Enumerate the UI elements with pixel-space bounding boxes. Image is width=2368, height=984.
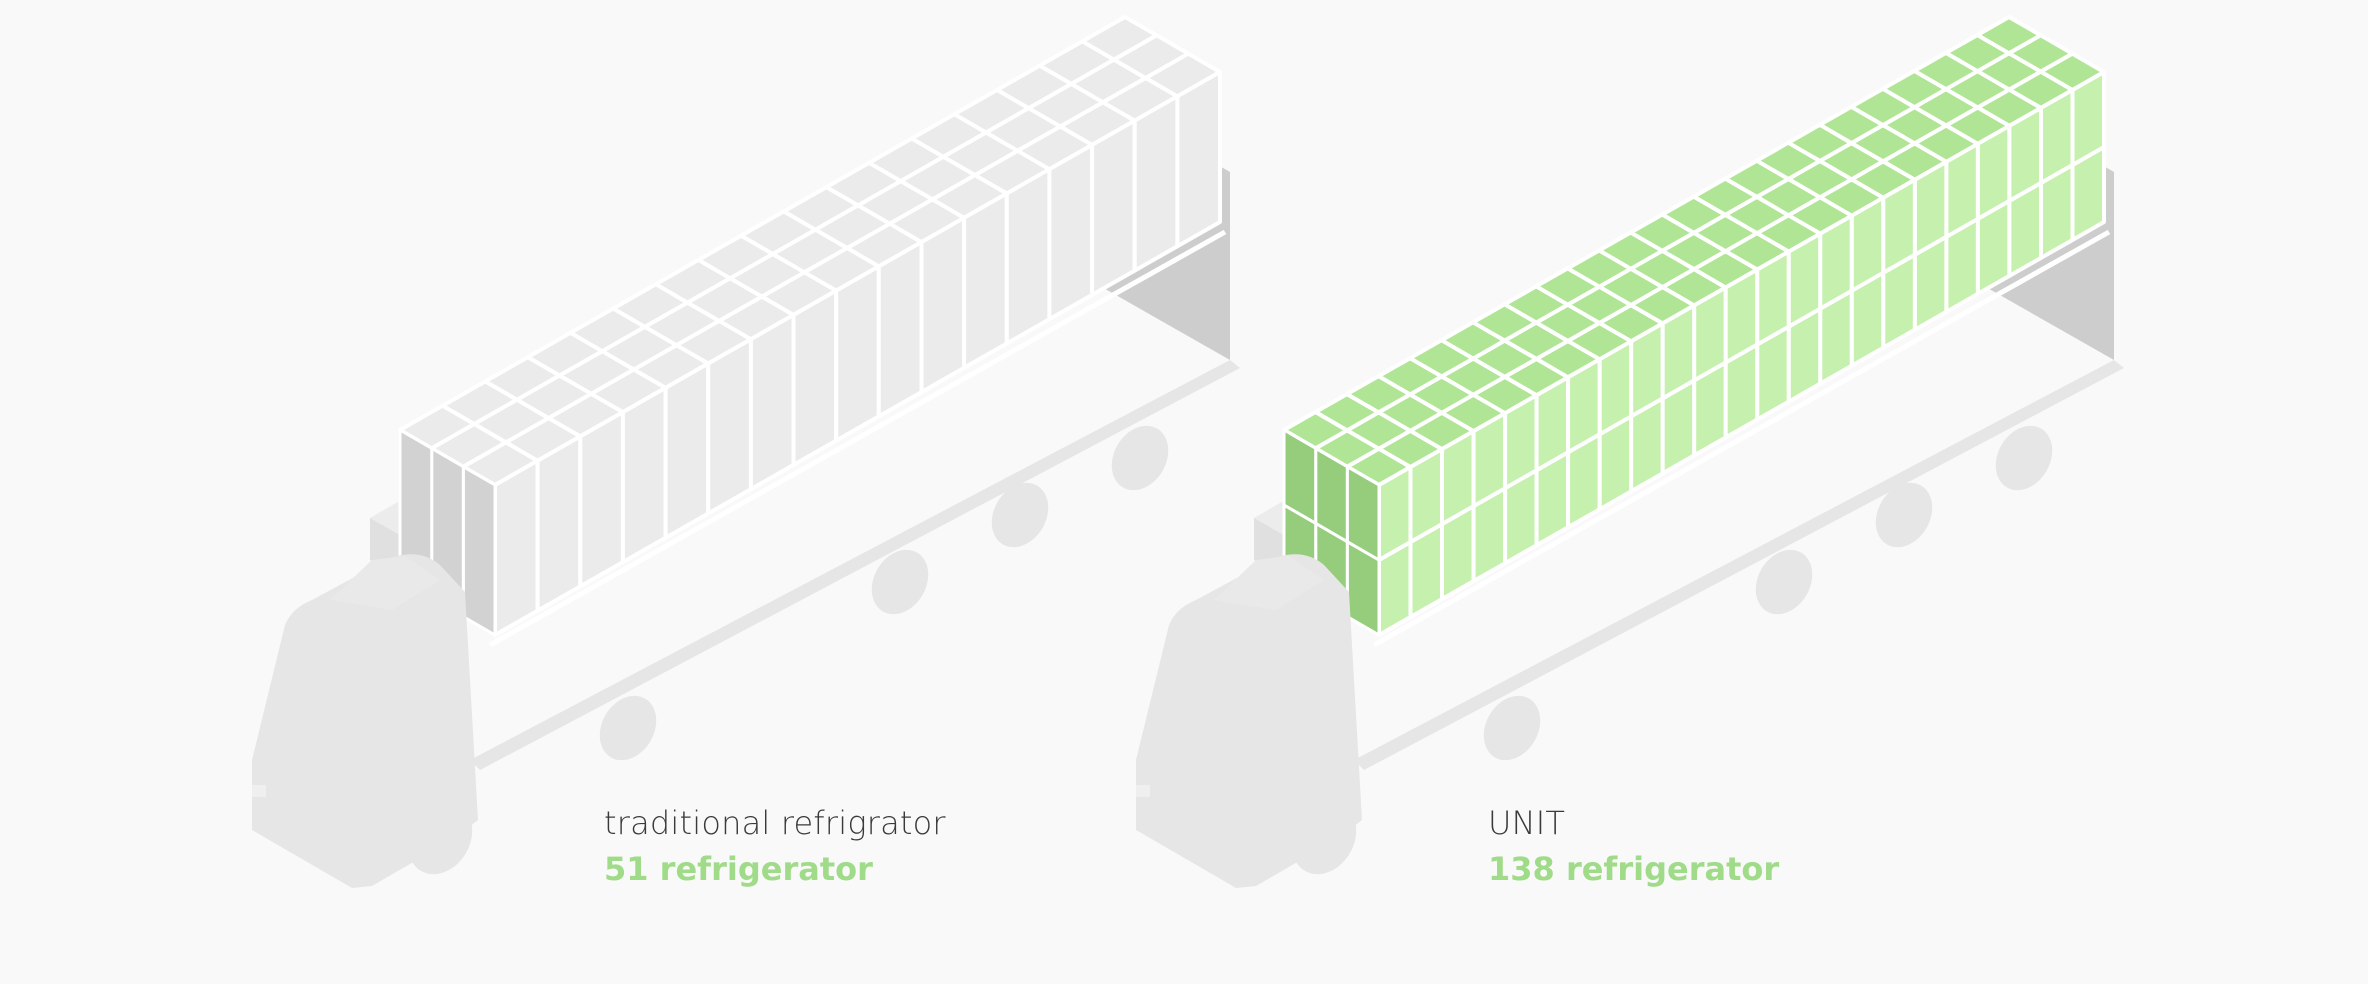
box-front [1786, 231, 1823, 329]
cab-roof [330, 556, 440, 610]
box-front [493, 458, 540, 637]
wheel [1875, 482, 1933, 548]
wheel [991, 482, 1049, 548]
box-front [2039, 88, 2075, 185]
box-front [1047, 142, 1095, 322]
cab-roof [1214, 556, 1324, 610]
box-front [1912, 159, 1949, 257]
wheel [599, 695, 657, 761]
box-front [2070, 70, 2106, 167]
wheel [1483, 695, 1541, 761]
traditional-label: traditional refrigrator [604, 804, 946, 842]
box-front [1660, 303, 1697, 401]
box-front [791, 288, 839, 467]
box-front [876, 240, 924, 419]
box-front [2007, 105, 2043, 203]
box-front [1090, 118, 1137, 297]
box-front [1566, 357, 1602, 455]
box-front [1408, 447, 1444, 544]
unit-label: UNIT [1488, 804, 1566, 842]
box-front [1471, 411, 1508, 509]
unit-count: 138 refrigerator [1488, 850, 1780, 888]
cab-step [1136, 785, 1150, 797]
box-side [1314, 445, 1349, 545]
box-side [1345, 464, 1381, 563]
box-front [578, 410, 625, 589]
box-front [1503, 393, 1539, 491]
box-front [1534, 375, 1571, 473]
box-front [1629, 321, 1665, 419]
truck-cab [1136, 554, 1362, 888]
traditional-truck [252, 15, 1240, 888]
unit-caption: UNIT 138 refrigerator [1488, 804, 1779, 888]
traditional-caption: traditional refrigrator 51 refrigerator [604, 804, 946, 888]
box-front [1597, 339, 1634, 437]
floor-rail [488, 229, 1227, 648]
box-front [1881, 177, 1917, 275]
box-front [1975, 123, 2012, 221]
box-front [1004, 167, 1052, 346]
box-front [919, 215, 967, 395]
trailer-bed [470, 360, 1240, 770]
box-front [1377, 465, 1413, 562]
box-front [1944, 141, 1980, 239]
box-front [1818, 213, 1854, 311]
wheel [1995, 425, 2053, 491]
box-front [1755, 249, 1791, 347]
box-front [706, 337, 753, 516]
box-front [620, 385, 668, 565]
wheel [1755, 549, 1813, 615]
box-front [748, 312, 796, 492]
box-front [535, 434, 583, 613]
wheel [1111, 425, 1169, 491]
box-side [1282, 427, 1318, 526]
box-front [1692, 285, 1728, 383]
cab-step [252, 785, 266, 797]
truck-cab [252, 554, 478, 888]
floor-rail [1372, 229, 2111, 648]
traditional-count: 51 refrigerator [604, 850, 873, 888]
box-front [1849, 195, 1886, 293]
box-front [834, 264, 881, 443]
box-front [663, 361, 711, 540]
wheel [871, 549, 929, 615]
unit-truck [1136, 15, 2124, 888]
box-front [1175, 70, 1222, 249]
trailer-bed [1354, 360, 2124, 770]
box-front [962, 191, 1009, 370]
box-front [1723, 267, 1760, 365]
box-side [461, 464, 497, 638]
box-front [1132, 94, 1180, 273]
box-front [1440, 429, 1476, 527]
